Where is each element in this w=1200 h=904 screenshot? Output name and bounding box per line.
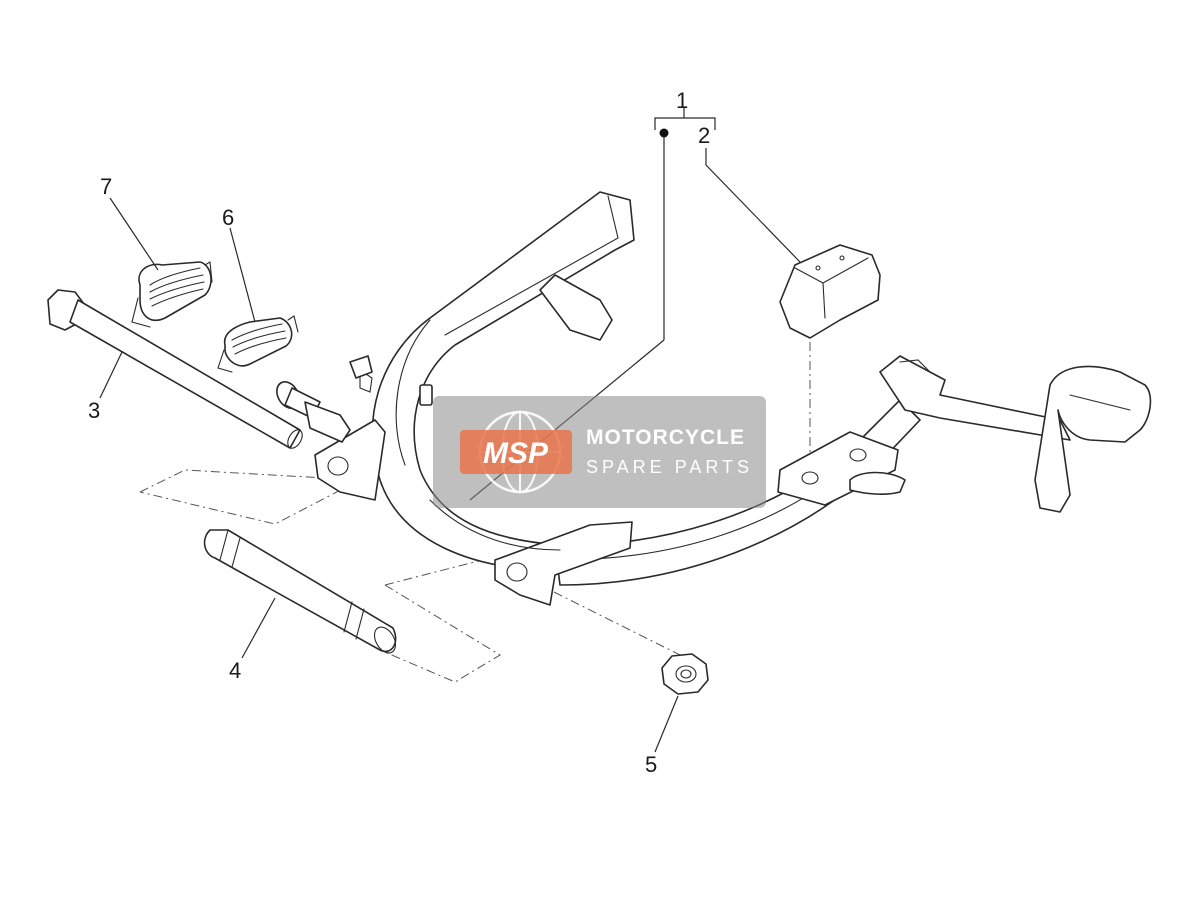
spacer-tube	[203, 529, 397, 654]
assembly-marker-dot	[659, 128, 669, 138]
assembly-guides	[139, 342, 811, 683]
watermark-logo-text: MSP	[483, 437, 549, 470]
callout-5: 5	[645, 752, 657, 777]
long-bolt	[47, 289, 303, 449]
callout-6: 6	[222, 205, 234, 230]
pin-bushing	[276, 381, 351, 443]
watermark-line-2: SPARE PARTS	[586, 457, 753, 477]
callout-3: 3	[88, 398, 100, 423]
spring-large	[131, 261, 213, 328]
watermark: MSP MOTORCYCLE SPARE PARTS	[433, 396, 766, 508]
spring-small	[217, 315, 299, 373]
callout-2: 2	[698, 123, 710, 148]
callout-1: 1	[676, 88, 688, 113]
callout-7: 7	[100, 174, 112, 199]
watermark-box	[433, 396, 766, 508]
center-stand	[314, 191, 1152, 606]
watermark-logo-badge	[460, 430, 572, 474]
watermark-line-1: MOTORCYCLE	[586, 426, 745, 449]
lock-nut	[661, 653, 709, 695]
callout-4: 4	[229, 658, 241, 683]
rubber-pad	[779, 244, 881, 339]
